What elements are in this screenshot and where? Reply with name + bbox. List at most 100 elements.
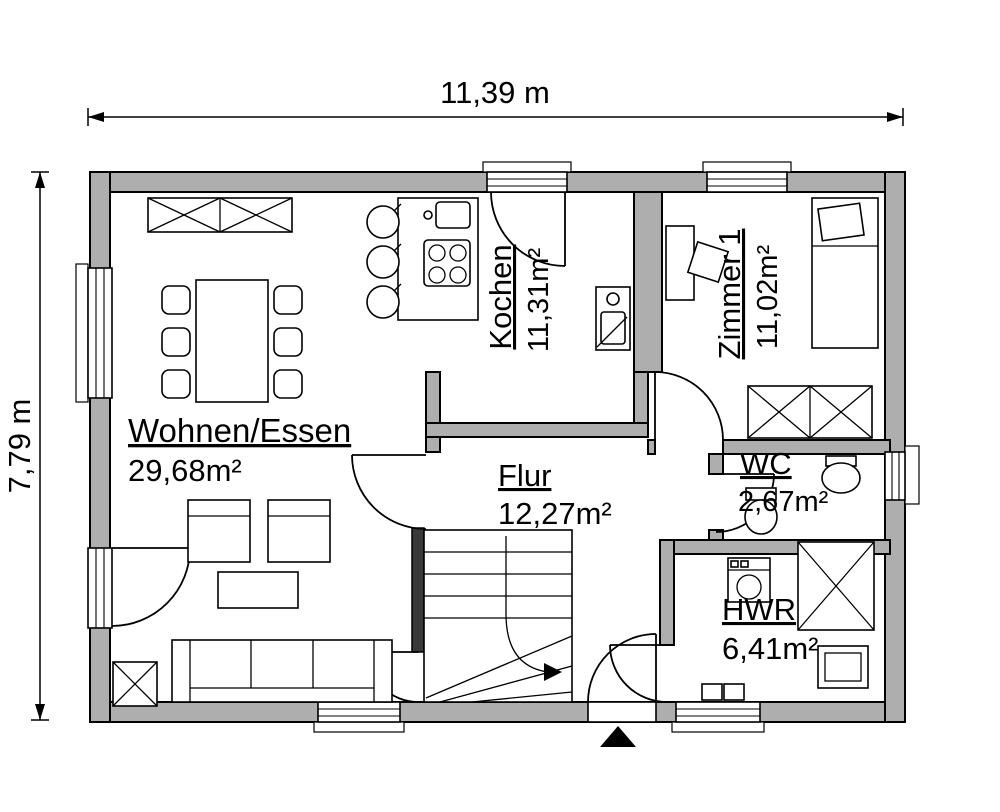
window-bottom-living <box>317 701 401 723</box>
window-sill <box>313 721 405 733</box>
wardrobe-cross <box>747 385 811 439</box>
sink-basin <box>600 311 626 345</box>
door-arc-hwr <box>609 644 668 703</box>
window-top-zimmer <box>706 171 788 193</box>
cabinet-cross <box>797 541 875 631</box>
dim-arrow-down <box>35 704 45 720</box>
room-area-zimmer1: 11,02m² <box>752 245 784 350</box>
dining-chair <box>161 327 191 357</box>
stove-burner <box>428 244 446 262</box>
room-label-hwr: HWR <box>722 592 796 627</box>
dining-chair <box>161 285 191 315</box>
kitchen-stool <box>366 245 400 279</box>
wall-hwr-left <box>659 539 675 646</box>
armchair <box>187 499 251 563</box>
windows <box>75 161 920 733</box>
door-arc-living-mid <box>351 454 427 530</box>
toilet-bowl <box>744 499 778 535</box>
entrance-arrow <box>600 726 636 747</box>
wc-fixtures <box>744 455 861 535</box>
hwr-fixtures <box>701 541 875 701</box>
door-left-french-opening <box>87 547 113 629</box>
armchair <box>267 499 331 563</box>
wardrobe-cross <box>809 385 873 439</box>
kitchen-stool <box>366 205 400 239</box>
dining-chair <box>273 369 303 399</box>
coffee-table <box>217 571 299 609</box>
dimension-top: 11,39 m <box>87 75 904 126</box>
dim-arrow-right <box>887 112 903 122</box>
wall-wc-left-top <box>708 453 724 475</box>
doors <box>111 191 775 703</box>
sink-hatch <box>596 316 628 348</box>
window-left-living <box>87 267 113 399</box>
dining-table <box>195 279 269 403</box>
dim-arrow-up <box>35 172 45 188</box>
bed-pillow <box>817 202 865 242</box>
kitchen-sink-basin <box>435 201 471 229</box>
freezer-inner <box>824 652 862 682</box>
staircase <box>423 529 573 703</box>
sideboard-cross <box>219 197 293 233</box>
washbasin <box>821 462 861 494</box>
room-label-kochen: Kochen <box>483 244 518 349</box>
stair-walk-line <box>505 536 549 673</box>
zimmer1-furniture <box>665 197 879 439</box>
kitchen-stove <box>423 239 471 287</box>
sink-faucet <box>606 292 620 306</box>
stool-mark <box>393 203 402 212</box>
stove-burner <box>449 244 467 262</box>
wall-outer-bottom <box>89 701 906 723</box>
room-label-wohnen: Wohnen/Essen <box>128 412 351 449</box>
window-sill <box>75 263 89 403</box>
stool-mark <box>393 283 402 292</box>
room-area-wc: 2,67m² <box>738 486 829 518</box>
kitchen-stool <box>366 285 400 319</box>
kitchen-furniture <box>366 197 631 351</box>
washer-door <box>736 574 762 600</box>
window-sill <box>904 445 920 505</box>
kitchen-faucet <box>423 210 433 220</box>
stool-mark <box>393 243 402 252</box>
washer-knob <box>740 560 749 568</box>
dim-arrow-left <box>88 112 104 122</box>
wall-stair-side <box>411 527 425 653</box>
dining-chair <box>273 327 303 357</box>
door-arc-left-french <box>111 547 191 627</box>
dimension-width-label: 11,39 m <box>440 75 550 110</box>
room-label-flur: Flur <box>498 458 551 493</box>
room-label-wc: WC <box>740 446 792 481</box>
window-sill <box>482 161 572 173</box>
room-area-wohnen: 29,68m² <box>128 453 242 488</box>
dimension-height-label: 7,79 m <box>2 399 37 494</box>
utility-box <box>723 683 745 701</box>
wall-kitchen-zimmer <box>633 191 663 373</box>
door-arc-zimmer1 <box>654 371 724 441</box>
wall-zimmer-wc-left <box>647 439 656 455</box>
utility-box <box>701 683 723 701</box>
door-kitchen-patio-opening <box>486 171 568 193</box>
window-sill <box>671 721 765 733</box>
wall-outer-left <box>89 171 111 723</box>
room-label-zimmer1: Zimmer 1 <box>712 229 747 360</box>
room-area-kochen: 11,31m² <box>523 248 555 353</box>
entrance-opening <box>587 701 657 723</box>
door-arc-kitchen-patio <box>490 191 566 267</box>
stair-winder <box>425 635 573 699</box>
window-bottom-hwr <box>675 701 761 723</box>
room-area-hwr: 6,41m² <box>722 631 818 666</box>
wall-living-kitchen-stub <box>425 371 441 424</box>
window-right-wc <box>884 451 906 501</box>
wall-zimmer-wc-right <box>722 439 891 455</box>
door-arc-entrance <box>587 633 657 703</box>
wall-living-flur-stub <box>425 436 441 453</box>
wall-kitchen-bottom <box>425 422 649 438</box>
dining-chair <box>273 285 303 315</box>
dimension-left: 7,79 m <box>2 171 49 721</box>
washer-knob <box>730 560 739 568</box>
desk-chair <box>686 240 730 284</box>
stair-direction-arrow <box>544 663 562 681</box>
room-labels: Wohnen/Essen 29,68m² Kochen 11,31m² Zimm… <box>128 229 829 666</box>
